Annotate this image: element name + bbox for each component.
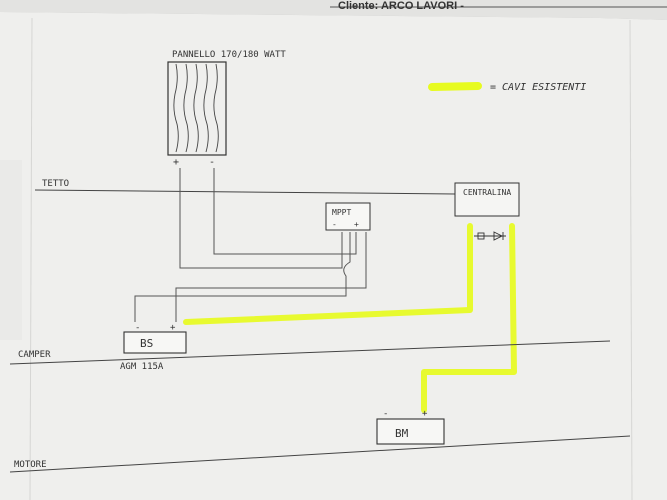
- battery-service-type: AGM 115A: [120, 362, 164, 372]
- bs-plus: +: [170, 323, 176, 333]
- camper-line: [9, 340, 611, 365]
- header-client-text: Cliente: ARCO LAVORI -: [338, 0, 464, 12]
- mppt-output-wires: [134, 232, 367, 322]
- mppt-plus: +: [354, 220, 359, 229]
- roof-line: [34, 189, 456, 195]
- panel-label: PANNELLO 170/180 WATT: [172, 50, 286, 60]
- solar-panel: [167, 61, 227, 156]
- battery-service-box: [123, 331, 187, 354]
- existing-cables: [183, 223, 517, 413]
- battery-engine-label: BM: [395, 427, 409, 440]
- battery-engine-box: [376, 418, 445, 445]
- panel-minus: -: [209, 157, 215, 168]
- panel-wires: [179, 168, 357, 269]
- mppt-box: [325, 202, 371, 231]
- bm-plus: +: [422, 409, 428, 419]
- diode-icon: [474, 231, 506, 241]
- engine-line: [9, 435, 631, 473]
- battery-service-label: BS: [140, 337, 153, 350]
- top-document-strip: [0, 0, 667, 20]
- bs-minus: -: [135, 323, 140, 333]
- solar-panel-cells: [173, 63, 219, 153]
- controller-label: CENTRALINA: [463, 188, 511, 197]
- controller-box: [454, 182, 520, 217]
- camper-label: CAMPER: [18, 350, 51, 360]
- mppt-label: MPPT: [332, 208, 351, 217]
- left-edge-watermark: [0, 160, 22, 340]
- legend-label: = CAVI ESISTENTI: [490, 82, 586, 93]
- legend-highlight-swatch: [428, 82, 482, 91]
- sheet-margin-right: [629, 19, 633, 500]
- engine-label: MOTORE: [14, 460, 47, 470]
- sheet-margin-left: [29, 17, 33, 500]
- paper-sheet: [0, 12, 667, 500]
- bm-minus: -: [383, 409, 388, 419]
- mppt-minus: -: [332, 220, 337, 229]
- panel-plus: +: [173, 157, 179, 168]
- roof-label: TETTO: [42, 179, 69, 189]
